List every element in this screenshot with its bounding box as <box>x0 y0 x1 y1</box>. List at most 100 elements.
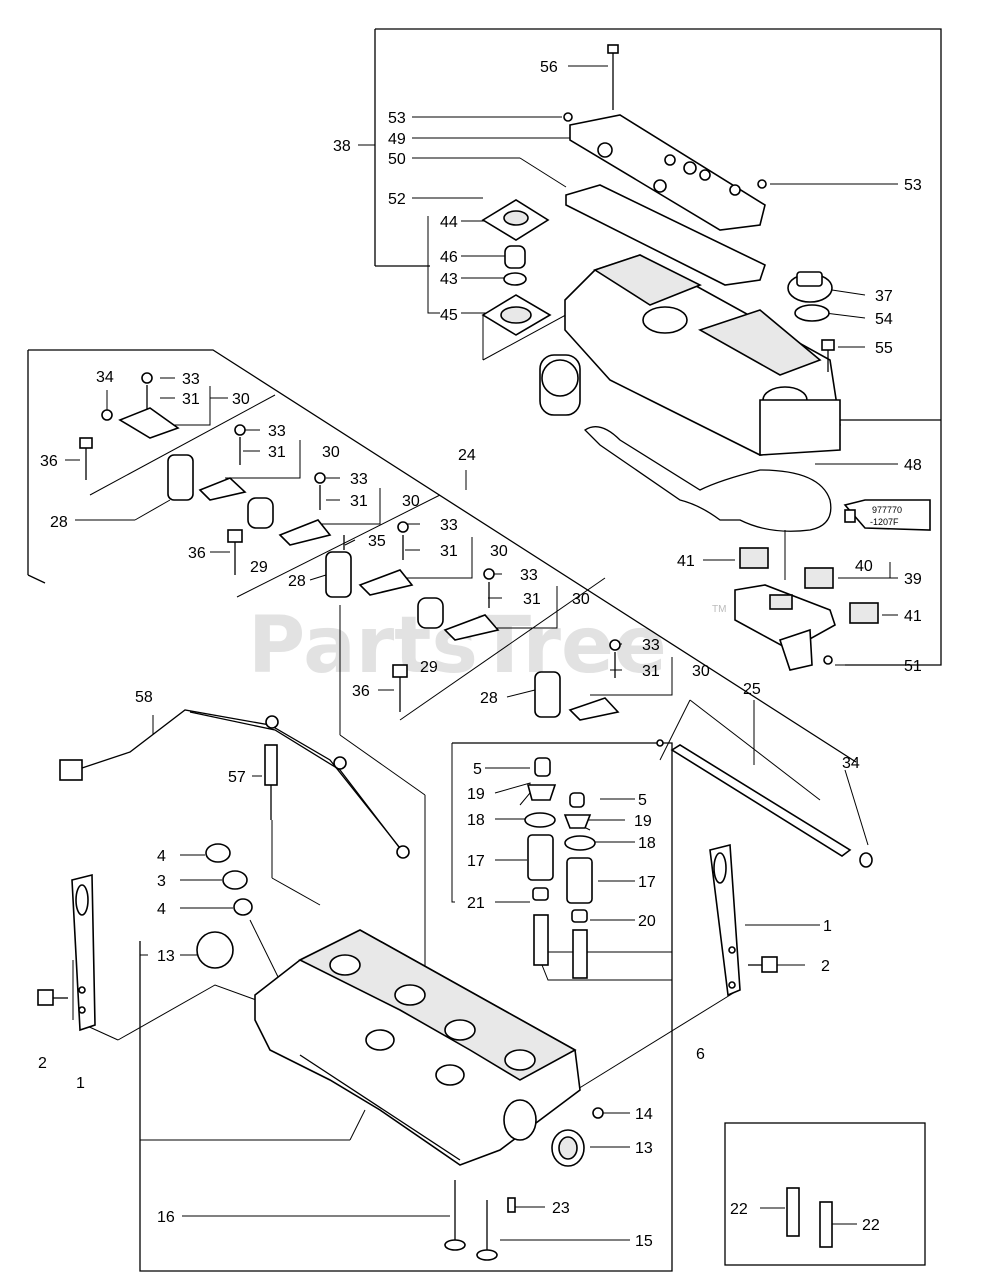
part-spring-46 <box>504 245 526 269</box>
callout-45: 45 <box>440 307 458 324</box>
callout-1-left: 1 <box>76 1075 85 1092</box>
callout-30a: 30 <box>232 391 250 408</box>
callout-23: 23 <box>552 1200 570 1217</box>
callout-29b: 29 <box>420 659 438 676</box>
part-cap-37 <box>787 271 833 303</box>
callout-18a: 18 <box>467 812 485 829</box>
tube-label-line1: 977770 <box>872 505 902 515</box>
callout-15: 15 <box>635 1233 653 1250</box>
callout-17b: 17 <box>638 874 656 891</box>
callout-14: 14 <box>635 1106 653 1123</box>
callout-58: 58 <box>135 689 153 706</box>
callout-57: 57 <box>228 769 246 786</box>
callout-30b: 30 <box>322 444 340 461</box>
trademark: TM <box>712 604 726 615</box>
part-rocker-arms <box>79 372 664 747</box>
callout-41a: 41 <box>677 553 695 570</box>
callout-38: 38 <box>333 138 351 155</box>
callout-31a: 31 <box>182 391 200 408</box>
part-screw-51 <box>823 655 833 665</box>
callout-31e: 31 <box>523 591 541 608</box>
callout-19a: 19 <box>467 786 485 803</box>
part-oring-54 <box>794 304 830 322</box>
part-washer-43 <box>503 272 527 286</box>
callout-5a: 5 <box>473 761 482 778</box>
callout-33d: 33 <box>440 517 458 534</box>
callout-1-right: 1 <box>823 918 832 935</box>
callout-24: 24 <box>458 447 476 464</box>
callout-22b: 22 <box>862 1217 880 1234</box>
part-bolt-2-right <box>748 956 778 973</box>
callout-17a: 17 <box>467 853 485 870</box>
part-gasket-48 <box>583 426 832 532</box>
callout-36b: 36 <box>188 545 206 562</box>
callout-33f: 33 <box>642 637 660 654</box>
part-valve-train <box>524 757 596 979</box>
callout-33c: 33 <box>350 471 368 488</box>
callout-16: 16 <box>157 1209 175 1226</box>
callout-56: 56 <box>540 59 558 76</box>
callout-19b: 19 <box>634 813 652 830</box>
callout-44: 44 <box>440 214 458 231</box>
leader-lines <box>65 65 898 1241</box>
part-seals <box>205 843 253 916</box>
part-guides-22 <box>786 1187 833 1248</box>
callout-48: 48 <box>904 457 922 474</box>
callout-2-right: 2 <box>821 958 830 975</box>
part-gasket-50 <box>565 184 766 286</box>
callout-30f: 30 <box>692 663 710 680</box>
callout-28c: 28 <box>480 690 498 707</box>
callout-29a: 29 <box>250 559 268 576</box>
callout-21: 21 <box>467 895 485 912</box>
callout-34a: 34 <box>96 369 114 386</box>
part-cap-44 <box>481 199 550 241</box>
callout-30c: 30 <box>402 493 420 510</box>
callout-25: 25 <box>743 681 761 698</box>
callout-49: 49 <box>388 131 406 148</box>
part-harness-58 <box>59 709 410 859</box>
callout-53b: 53 <box>904 177 922 194</box>
callout-46: 46 <box>440 249 458 266</box>
callout-55: 55 <box>875 340 893 357</box>
part-lift-bracket-left <box>71 873 96 1032</box>
part-bolt-55 <box>821 339 835 372</box>
part-lift-bracket-right <box>709 843 741 997</box>
callout-39: 39 <box>904 571 922 588</box>
part-screw-14 <box>592 1107 604 1119</box>
callout-4b: 4 <box>157 901 166 918</box>
callout-30e: 30 <box>572 591 590 608</box>
callout-13a: 13 <box>157 948 175 965</box>
callout-3: 3 <box>157 873 166 890</box>
callout-2-left: 2 <box>38 1055 47 1072</box>
callout-18b: 18 <box>638 835 656 852</box>
callout-5b: 5 <box>638 792 647 809</box>
callout-31f: 31 <box>642 663 660 680</box>
callout-labels: 56 53 49 50 38 52 53 44 46 43 45 37 54 5… <box>38 59 922 1250</box>
callout-34b: 34 <box>842 755 860 772</box>
part-cylinder-head <box>254 929 581 1166</box>
callout-35: 35 <box>368 533 386 550</box>
callout-13b: 13 <box>635 1140 653 1157</box>
callout-4a: 4 <box>157 848 166 865</box>
part-gasket-49 <box>569 114 766 231</box>
tube-label-line2: -1207F <box>870 517 899 527</box>
callout-20: 20 <box>638 913 656 930</box>
part-bolt-2-left <box>37 989 68 1006</box>
callout-22a: 22 <box>730 1201 748 1218</box>
callout-6: 6 <box>696 1046 705 1063</box>
watermark: PartsTree <box>248 601 667 691</box>
part-glowplug-57 <box>264 744 278 820</box>
callout-33e: 33 <box>520 567 538 584</box>
callout-53a: 53 <box>388 110 406 127</box>
callout-31d: 31 <box>440 543 458 560</box>
callout-41b: 41 <box>904 608 922 625</box>
part-diaphragm-45 <box>481 294 552 336</box>
part-sealant-tube: 977770 -1207F <box>843 499 931 531</box>
callout-31c: 31 <box>350 493 368 510</box>
part-rocker-cover <box>539 254 841 456</box>
callout-31b: 31 <box>268 444 286 461</box>
part-shaft-25 <box>670 744 852 857</box>
callout-40: 40 <box>855 558 873 575</box>
part-bolts-53 <box>563 112 767 189</box>
